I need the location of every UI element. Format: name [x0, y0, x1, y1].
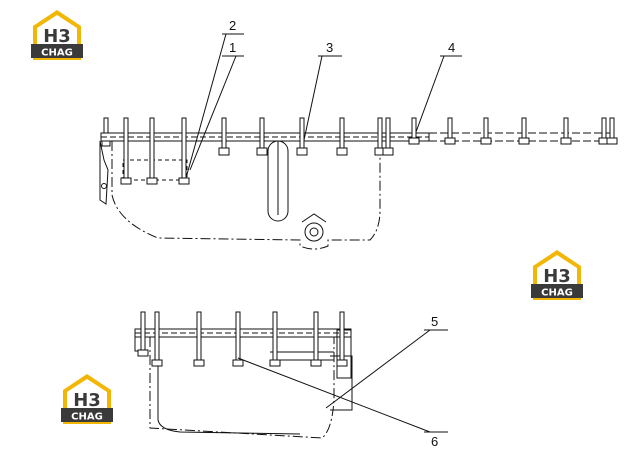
bolt: [408, 117, 420, 145]
bolt: [336, 311, 348, 367]
callout-4: 4: [448, 40, 455, 55]
bottom-pan-outline: [149, 337, 335, 439]
bolt: [518, 117, 530, 145]
logo-top-left: H3 CHAG: [31, 10, 83, 60]
bolt: [480, 117, 492, 145]
top-bolt-row: [101, 117, 394, 185]
bolt: [296, 117, 308, 156]
logo-caption: CHAG: [41, 48, 73, 59]
logo-caption: CHAG: [541, 288, 573, 299]
bolt: [146, 117, 158, 185]
left-bracket: [99, 140, 109, 205]
callout-leaders: [185, 33, 462, 433]
logo-mark: H3: [43, 26, 71, 47]
oil-pan-outline: [111, 141, 381, 250]
callout-6: 6: [431, 434, 438, 449]
bolt: [560, 117, 572, 145]
bolt: [444, 117, 456, 145]
logo-mark: H3: [543, 266, 571, 287]
callout-1: 1: [229, 40, 236, 55]
callout-3: 3: [326, 40, 333, 55]
logo-bottom-left: H3 CHAG: [61, 374, 113, 424]
bolt: [232, 311, 244, 367]
bolt: [310, 311, 322, 367]
bolt: [336, 117, 348, 156]
bolt: [382, 117, 394, 156]
logo-caption: CHAG: [71, 412, 103, 423]
logo-mark: H3: [73, 390, 101, 411]
bolt: [606, 117, 618, 145]
callout-labels: 2 1 3 4 5 6: [229, 18, 455, 449]
extension-bolt-row: [408, 117, 618, 145]
bolt: [374, 117, 386, 156]
drain-boss: [304, 222, 324, 242]
bolt: [137, 311, 149, 357]
bolt: [101, 117, 111, 147]
callout-2: 2: [229, 18, 236, 33]
bolt: [151, 311, 163, 367]
bolt: [178, 117, 190, 185]
top-assembly: [99, 132, 616, 250]
bolt: [120, 117, 132, 185]
bolt: [218, 117, 230, 156]
bolt: [256, 117, 268, 156]
bottom-assembly: [134, 328, 353, 439]
logo-right: H3 CHAG: [531, 250, 583, 300]
bolt: [193, 311, 205, 367]
bolt: [269, 311, 281, 367]
callout-5: 5: [431, 314, 438, 329]
bottom-bolt-row: [137, 311, 348, 367]
